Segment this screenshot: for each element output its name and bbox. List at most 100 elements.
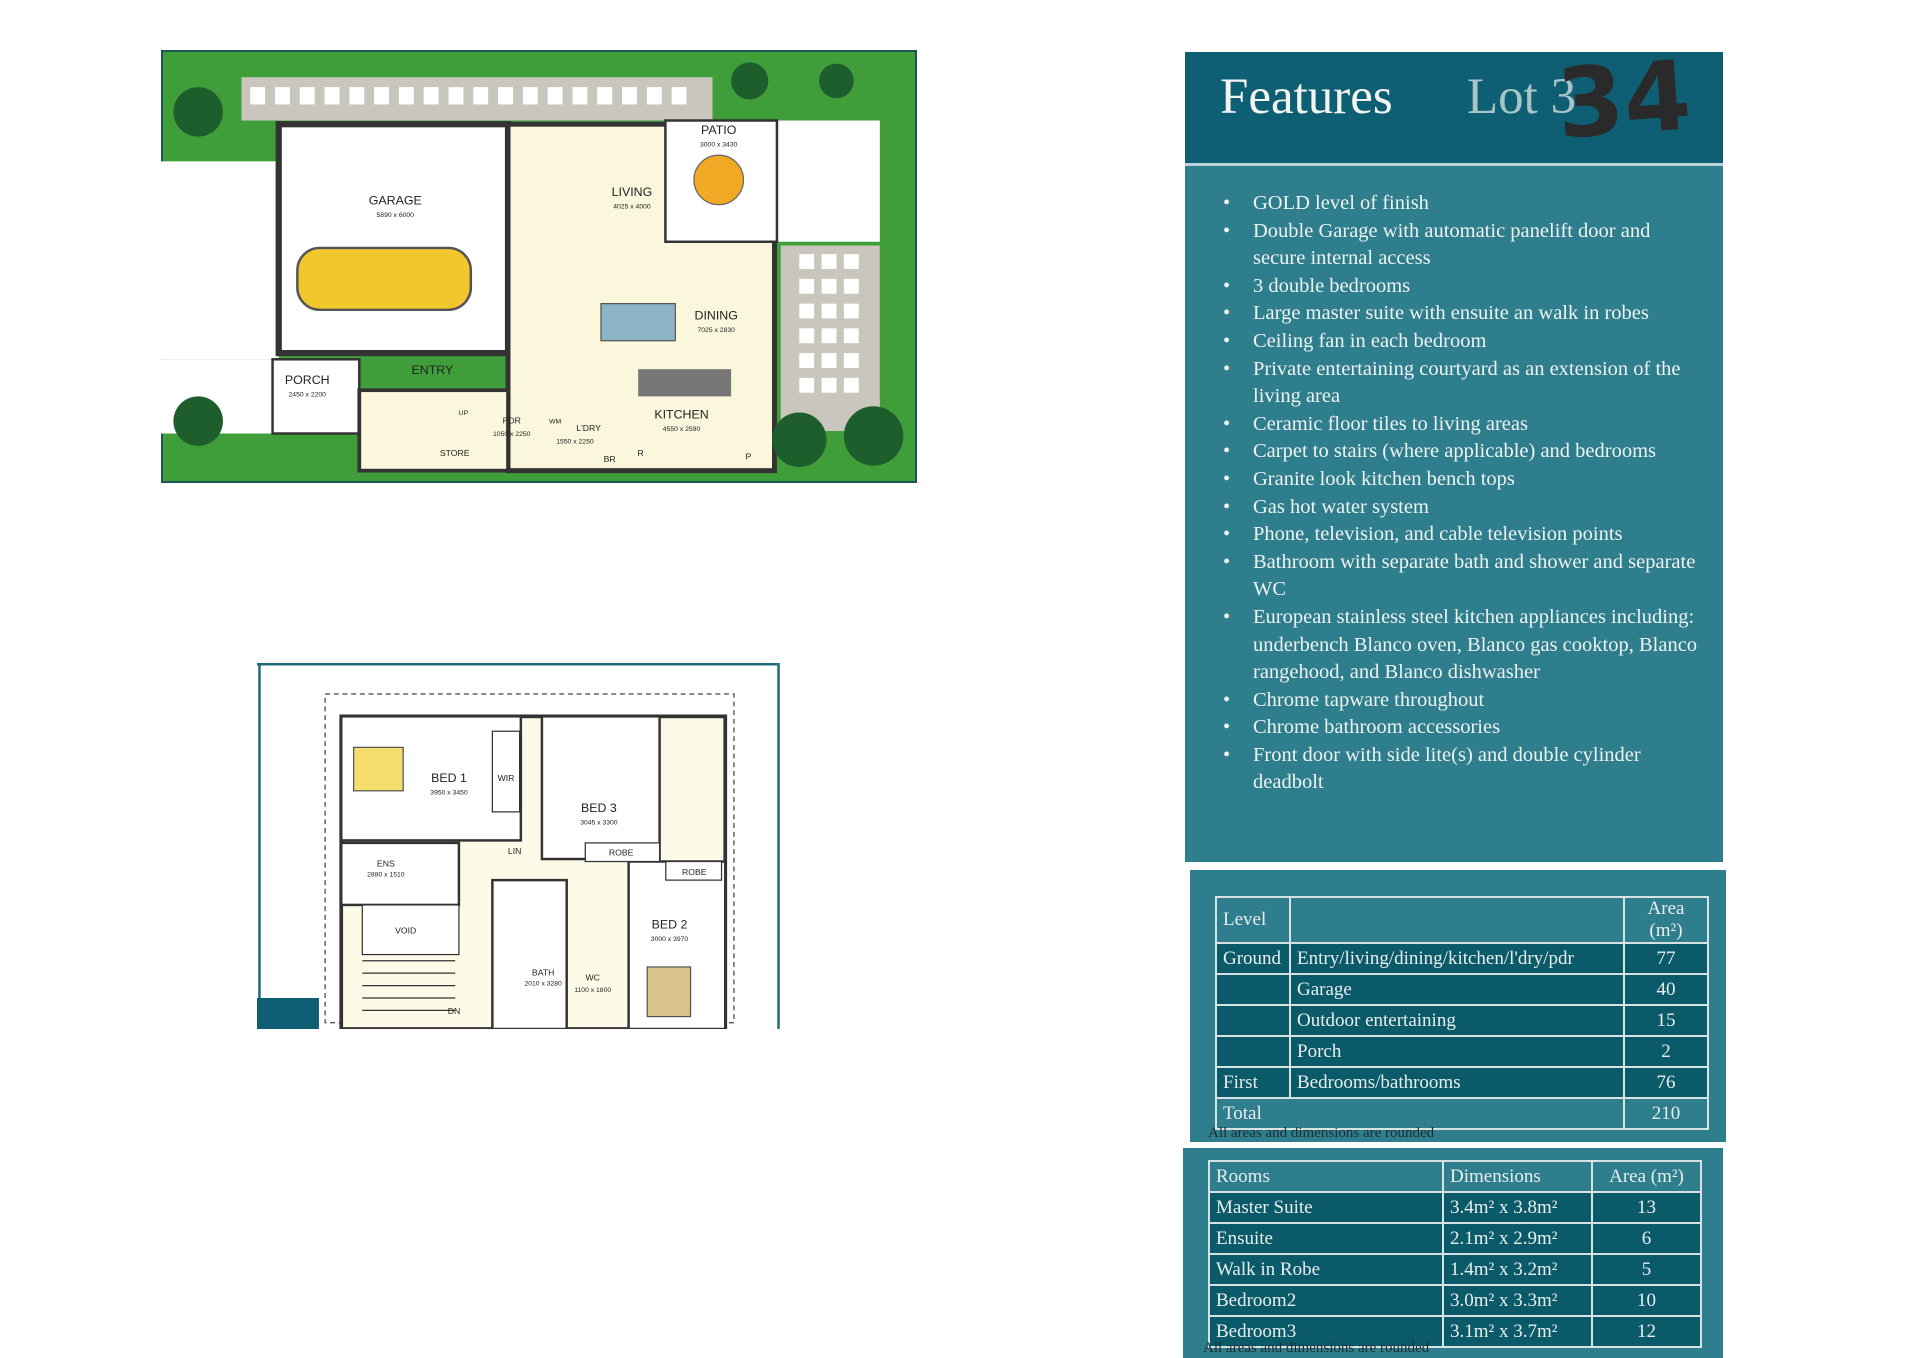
level-cell — [1215, 1035, 1291, 1068]
living-dims: 4025 x 4000 — [613, 203, 651, 210]
feature-item: Phone, television, and cable television … — [1223, 521, 1703, 549]
ground-floor-plan: GARAGE 5890 x 6000 LIVING 4025 x 4000 PA… — [161, 50, 917, 483]
feature-item: Chrome bathroom accessories — [1223, 714, 1703, 742]
dimensions-cell: 3.4m² x 3.8m² — [1442, 1191, 1593, 1224]
space-cell: Bedrooms/bathrooms — [1289, 1066, 1625, 1099]
rooms-table-note: All areas and dimensions are rounded — [1203, 1340, 1430, 1356]
ens-label: ENS — [377, 858, 395, 868]
feature-item: Chrome tapware throughout — [1223, 687, 1703, 715]
level-cell: Ground — [1215, 942, 1291, 975]
dining-dims: 7025 x 2830 — [697, 327, 735, 334]
robe-label-bed3: ROBE — [609, 847, 634, 857]
space-cell: Porch — [1289, 1035, 1625, 1068]
bed3-dims: 3045 x 3300 — [580, 819, 618, 826]
total-label: Total — [1215, 1097, 1625, 1130]
dn-label: DN — [448, 1006, 461, 1016]
area-cell: 5 — [1591, 1253, 1702, 1286]
area-cell: 40 — [1623, 973, 1709, 1006]
void-label: VOID — [395, 925, 416, 935]
garage-dims: 5890 x 6000 — [377, 212, 415, 219]
space-cell: Outdoor entertaining — [1289, 1004, 1625, 1037]
feature-item: Bathroom with separate bath and shower a… — [1223, 549, 1703, 604]
bed1-label: BED 1 — [431, 771, 467, 785]
room-cell: Master Suite — [1208, 1191, 1444, 1224]
header-cell: Area (m²) — [1591, 1160, 1702, 1193]
bed3-label: BED 3 — [581, 801, 617, 815]
level-cell — [1215, 973, 1291, 1006]
feature-item: Front door with side lite(s) and double … — [1223, 742, 1703, 797]
feature-item: Large master suite with ensuite an walk … — [1223, 300, 1703, 328]
first-floor-plan: BED 1 3950 x 3450 WIR BED 3 3045 x 3300 … — [257, 663, 781, 1029]
area-cell: 2 — [1623, 1035, 1709, 1068]
room-cell: Ensuite — [1208, 1222, 1444, 1255]
dimensions-cell: 1.4m² x 3.2m² — [1442, 1253, 1593, 1286]
entry-label: ENTRY — [412, 363, 454, 377]
area-cell: 12 — [1591, 1315, 1702, 1348]
header-cell: Rooms — [1208, 1160, 1444, 1193]
wc-dims: 1100 x 1800 — [574, 987, 611, 994]
bath-label: BATH — [532, 968, 554, 978]
patio-dims: 3000 x 3430 — [700, 142, 738, 149]
header-cell: Level — [1215, 896, 1291, 944]
features-list: GOLD level of finishDouble Garage with a… — [1223, 190, 1703, 797]
dining-label: DINING — [695, 309, 738, 323]
feature-item: Ceramic floor tiles to living areas — [1223, 411, 1703, 439]
area-cell: 76 — [1623, 1066, 1709, 1099]
feature-item: Double Garage with automatic panelift do… — [1223, 218, 1703, 273]
space-cell: Garage — [1289, 973, 1625, 1006]
up-label: UP — [459, 410, 469, 417]
lin-label: LIN — [508, 846, 521, 856]
laundry-dims: 1550 x 2250 — [556, 438, 594, 445]
header-cell — [1289, 896, 1625, 944]
area-cell: 6 — [1591, 1222, 1702, 1255]
feature-item: Private entertaining courtyard as an ext… — [1223, 356, 1703, 411]
porch-dims: 2450 x 2200 — [289, 391, 327, 398]
r-label: R — [637, 448, 643, 458]
pdr-label: PDR — [503, 416, 521, 426]
level-cell — [1215, 1004, 1291, 1037]
room-cell: Bedroom3 — [1208, 1315, 1444, 1348]
handwritten-lot-number: 34 — [1553, 39, 1695, 161]
dimensions-cell: 3.0m² x 3.3m² — [1442, 1284, 1593, 1317]
room-cell: Bedroom2 — [1208, 1284, 1444, 1317]
p-label: P — [746, 452, 752, 462]
garage-label: GARAGE — [369, 194, 422, 208]
feature-item: GOLD level of finish — [1223, 190, 1703, 218]
feature-item: Gas hot water system — [1223, 494, 1703, 522]
area-cell: 10 — [1591, 1284, 1702, 1317]
feature-item: Ceiling fan in each bedroom — [1223, 328, 1703, 356]
dimensions-cell: 3.1m² x 3.7m² — [1442, 1315, 1593, 1348]
br-label: BR — [604, 454, 616, 464]
bath-dims: 2010 x 3280 — [524, 981, 562, 988]
features-header: Features Lot 3 34 — [1185, 39, 1723, 166]
pdr-dims: 1050 x 2250 — [493, 431, 531, 438]
header-cell: Area (m²) — [1623, 896, 1709, 944]
bed2-label: BED 2 — [652, 917, 688, 931]
kitchen-dims: 4550 x 2590 — [663, 426, 701, 433]
ens-dims: 2880 x 1510 — [367, 871, 405, 878]
feature-item: Carpet to stairs (where applicable) and … — [1223, 438, 1703, 466]
wir-label: WIR — [498, 773, 515, 783]
area-cell: 13 — [1591, 1191, 1702, 1224]
lot-label: Lot 3 — [1467, 69, 1577, 125]
features-title: Features — [1220, 69, 1393, 125]
feature-item: Granite look kitchen bench tops — [1223, 466, 1703, 494]
space-cell: Entry/living/dining/kitchen/l'dry/pdr — [1289, 942, 1625, 975]
feature-item: 3 double bedrooms — [1223, 273, 1703, 301]
area-cell: 15 — [1623, 1004, 1709, 1037]
features-panel: Features Lot 3 34 GOLD level of finishDo… — [1185, 39, 1723, 862]
wc-label: WC — [586, 973, 600, 983]
level-cell: First — [1215, 1066, 1291, 1099]
